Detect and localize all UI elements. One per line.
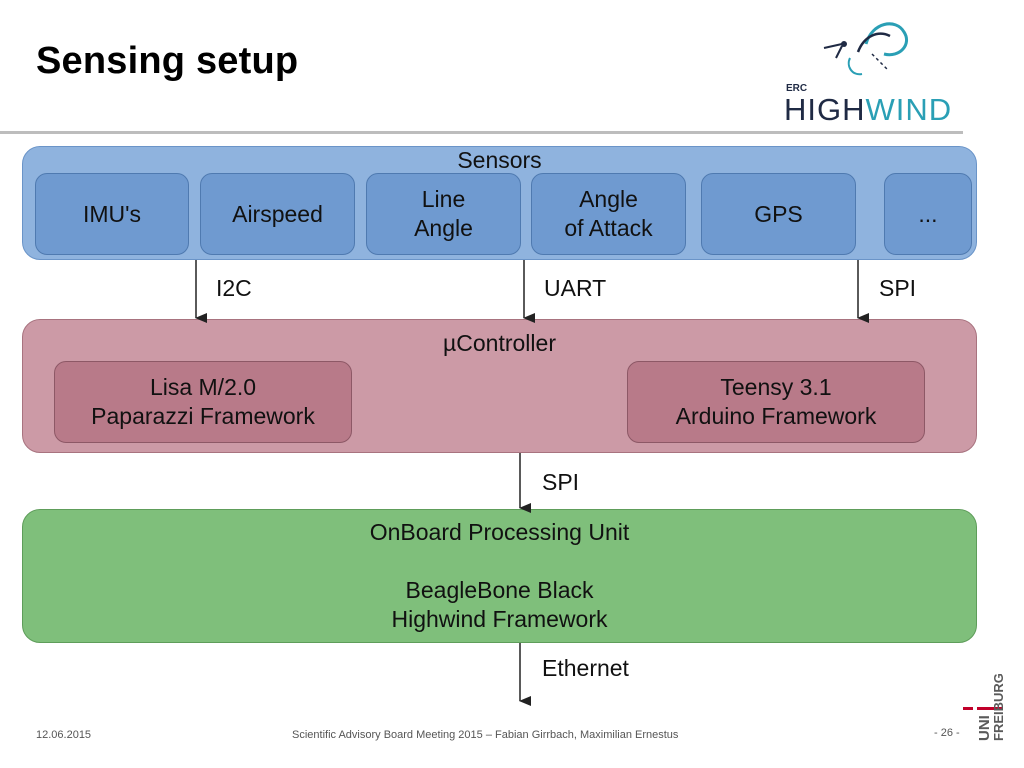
sensor-line-angle-label: Line Angle — [414, 186, 473, 241]
sensors-panel: Sensors IMU's Airspeed Line Angle Angle … — [22, 146, 977, 260]
lisa-board-label: Lisa M/2.0 Paparazzi Framework — [91, 374, 315, 429]
sensor-more-label: ... — [918, 200, 938, 227]
kite-icon — [823, 22, 908, 76]
sensor-line-angle: Line Angle — [366, 173, 521, 255]
label-spi-top: SPI — [879, 275, 917, 301]
processing-board: BeagleBone Black — [405, 577, 594, 603]
footer-page-number: - 26 - — [934, 727, 960, 739]
processing-title: OnBoard Processing Unit — [369, 519, 630, 545]
uni-logo-city-text: FREIBURG — [991, 673, 1006, 741]
controller-panel: µController Lisa M/2.0 Paparazzi Framewo… — [22, 319, 977, 453]
uni-freiburg-logo: UNI FREIBURG — [963, 655, 1013, 745]
sensor-angle-of-attack: Angle of Attack — [531, 173, 686, 255]
processing-framework: Highwind Framework — [391, 606, 608, 632]
teensy-board-label: Teensy 3.1 Arduino Framework — [675, 374, 877, 429]
sensor-airspeed-label: Airspeed — [232, 200, 323, 227]
processing-panel: OnBoard Processing Unit BeagleBone Black… — [22, 509, 977, 643]
sensor-imu: IMU's — [35, 173, 189, 255]
header-divider — [0, 131, 963, 134]
sensor-angle-of-attack-label: Angle of Attack — [564, 186, 653, 241]
teensy-board: Teensy 3.1 Arduino Framework — [627, 361, 925, 443]
sensor-gps-label: GPS — [754, 200, 803, 227]
uni-logo-uni-text: UNI — [976, 715, 993, 741]
sensor-airspeed: Airspeed — [200, 173, 355, 255]
uni-freiburg-icon: UNI FREIBURG — [963, 673, 1006, 741]
highwind-part2: WIND — [865, 92, 953, 127]
label-uart: UART — [544, 275, 607, 301]
slide-title: Sensing setup — [36, 40, 299, 82]
footer-date: 12.06.2015 — [36, 729, 92, 741]
sensor-more: ... — [884, 173, 972, 255]
sensor-imu-label: IMU's — [82, 200, 142, 227]
sensor-gps: GPS — [701, 173, 856, 255]
label-spi-middle: SPI — [542, 469, 580, 495]
highwind-wordmark: HIGHWIND — [784, 92, 952, 128]
sensors-title: Sensors — [457, 147, 542, 173]
highwind-part1: HIGH — [784, 92, 866, 127]
footer-meeting: Scientific Advisory Board Meeting 2015 –… — [292, 729, 679, 741]
controller-title: µController — [443, 330, 556, 356]
label-ethernet: Ethernet — [542, 655, 629, 681]
highwind-logo: ERC HIGHWIND — [780, 14, 970, 127]
lisa-board: Lisa M/2.0 Paparazzi Framework — [54, 361, 352, 443]
erc-label: ERC — [786, 83, 808, 94]
label-i2c: I2C — [216, 275, 252, 301]
